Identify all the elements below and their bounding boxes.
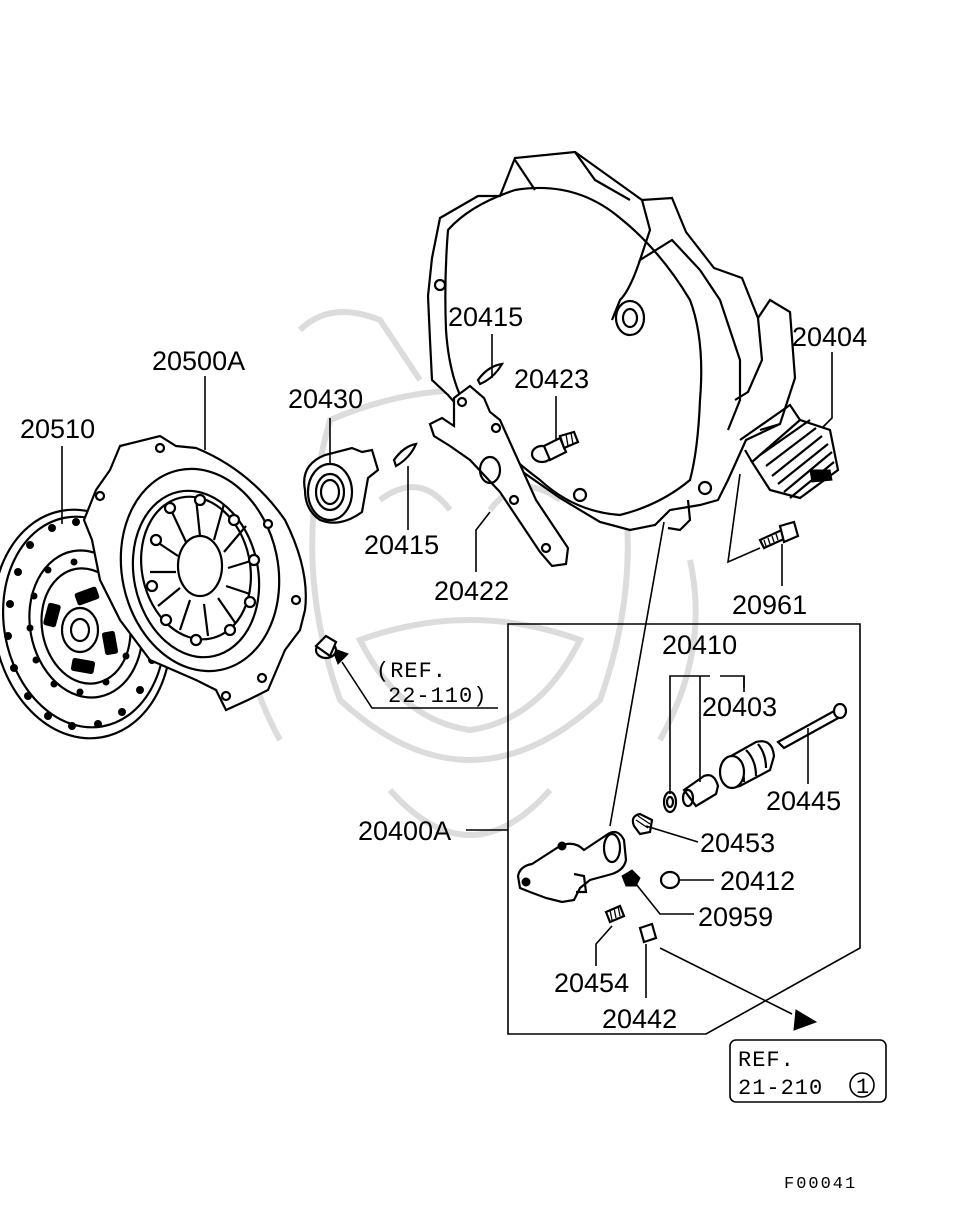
label-20454[interactable]: 20454: [554, 968, 629, 998]
label-20500A[interactable]: 20500A: [152, 346, 245, 376]
label-20959[interactable]: 20959: [698, 902, 773, 932]
label-20961[interactable]: 20961: [732, 590, 807, 620]
label-20422[interactable]: 20422: [434, 576, 509, 606]
label-20445[interactable]: 20445: [766, 786, 841, 816]
pivot-bolt-part: [530, 430, 580, 464]
label-20430[interactable]: 20430: [288, 384, 363, 414]
label-20453[interactable]: 20453: [700, 828, 775, 858]
label-20404[interactable]: 20404: [792, 322, 867, 352]
ref-21-210-line1[interactable]: REF.: [738, 1048, 795, 1073]
figure-code: F00041: [784, 1175, 857, 1194]
clip-20415-upper-part: [476, 362, 505, 386]
ref-21-210-box: [729, 1039, 887, 1103]
ref-22-110-line2[interactable]: 22-110): [388, 684, 487, 709]
part-labels: 20510 20500A 20430 20415 20423 20404 204…: [20, 302, 870, 1194]
release-bearing-part: [303, 446, 380, 524]
label-20442[interactable]: 20442: [602, 1004, 677, 1034]
label-20423[interactable]: 20423: [514, 364, 589, 394]
bolt-20961-part: [758, 520, 800, 550]
release-cylinder-group: [516, 702, 848, 944]
label-20510[interactable]: 20510: [20, 414, 95, 444]
leader-lines: [61, 334, 861, 1035]
label-20400A[interactable]: 20400A: [358, 816, 451, 846]
ref-21-210-line2[interactable]: 21-210: [738, 1076, 823, 1101]
label-20415-lower[interactable]: 20415: [364, 530, 439, 560]
release-fork-part: [428, 384, 570, 568]
label-20412[interactable]: 20412: [720, 866, 795, 896]
ref-22-110-line1[interactable]: (REF.: [376, 659, 447, 684]
label-20410[interactable]: 20410: [662, 630, 737, 660]
pressure-plate-part: [82, 434, 307, 712]
label-20415-upper[interactable]: 20415: [448, 302, 523, 332]
boot-20404-part: [739, 403, 840, 500]
ref-21-210-circle-number: 1: [856, 1075, 870, 1100]
clip-20415-lower-part: [392, 442, 418, 468]
label-20403[interactable]: 20403: [702, 692, 777, 722]
